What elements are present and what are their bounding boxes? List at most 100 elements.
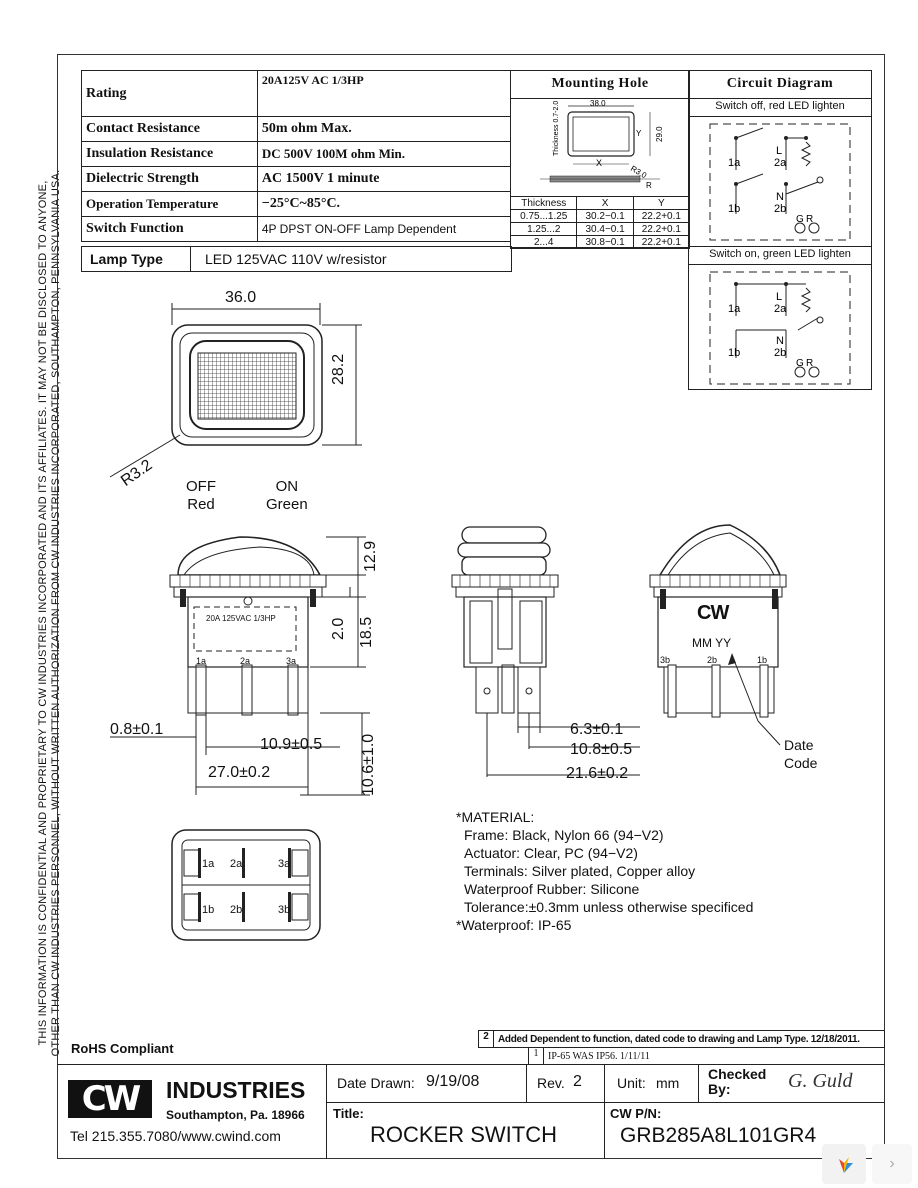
date-drawn-label: Date Drawn: bbox=[337, 1075, 415, 1091]
line-l-label: L bbox=[776, 291, 782, 303]
mh-cell: 22.2+0.1 bbox=[632, 222, 691, 236]
dim-0-8: 0.8±0.1 bbox=[110, 721, 164, 738]
material-notes: *MATERIAL: Frame: Black, Nylon 66 (94−V2… bbox=[456, 808, 753, 934]
dim-10-9: 10.9±0.5 bbox=[260, 736, 323, 753]
spec-value: 50m ohm Max. bbox=[256, 116, 512, 142]
bottom-term-2a: 2a bbox=[230, 858, 243, 870]
terminal-1b-label: 1b bbox=[728, 347, 740, 359]
viewer-logo-button[interactable] bbox=[822, 1144, 866, 1184]
spec-label: Insulation Resistance bbox=[81, 141, 258, 167]
bottom-view-drawing bbox=[171, 829, 321, 941]
chevron-right-icon: › bbox=[889, 1155, 895, 1172]
company-location: Southampton, Pa. 18966 bbox=[166, 1108, 305, 1122]
front-height-dim: 28.2 bbox=[330, 353, 347, 385]
checked-label-line-1: Checked bbox=[708, 1066, 767, 1082]
svg-text:29.0: 29.0 bbox=[655, 126, 664, 142]
spec-value: 4P DPST ON-OFF Lamp Dependent bbox=[256, 216, 512, 242]
back-logo: CW bbox=[697, 602, 729, 624]
circuit-off-caption: Switch off, red LED lighten bbox=[715, 100, 845, 112]
front-view-drawing bbox=[109, 303, 362, 478]
mh-cell: 2...4 bbox=[509, 235, 578, 249]
dim-10-6: 10.6±1.0 bbox=[360, 733, 377, 796]
waterproof-note: *Waterproof: IP-65 bbox=[456, 917, 572, 933]
dim-2-0: 2.0 bbox=[330, 617, 347, 640]
end-view-drawing bbox=[451, 526, 640, 777]
date-code-print: MM YY bbox=[692, 636, 732, 650]
led-g-label: G bbox=[796, 214, 804, 225]
back-term-3b: 3b bbox=[660, 655, 671, 665]
mh-cell: 22.2+0.1 bbox=[632, 209, 691, 223]
date-code-label-1: Date bbox=[784, 737, 814, 753]
circuit-off-diagram: 1a 2a L 1b 2b N G R bbox=[709, 123, 851, 241]
terminal-2a-label: 2a bbox=[774, 157, 787, 169]
mounting-hole-drawing: 38.0 Y 29.0 X R3.0 Thickness 0.7-2.0 R bbox=[540, 99, 664, 190]
drawing-frame bbox=[57, 54, 885, 1159]
back-term-2b: 2b bbox=[707, 655, 718, 665]
date-code-callout: Date Code bbox=[784, 736, 817, 772]
terminal-1b-label: 1b bbox=[728, 203, 740, 215]
svg-text:Y: Y bbox=[636, 129, 642, 138]
circuit-title: Circuit Diagram bbox=[726, 76, 834, 91]
rohs-label: RoHS Compliant bbox=[71, 1041, 174, 1056]
spec-value: AC 1500V 1 minute bbox=[256, 166, 512, 192]
material-line: Terminals: Silver plated, Copper alloy bbox=[464, 863, 696, 879]
revision-num: 1 bbox=[529, 1048, 544, 1064]
mh-header: X bbox=[576, 196, 634, 210]
mh-cell: 0.75...1.25 bbox=[509, 209, 578, 223]
revision-text: Added Dependent to function, dated code … bbox=[498, 1033, 860, 1045]
spec-table: Rating 20A125V AC 1/3HP Contact Resistan… bbox=[81, 70, 512, 242]
dim-27-0: 27.0±0.2 bbox=[208, 764, 271, 781]
rev-value: 2 bbox=[573, 1073, 582, 1090]
svg-text:38.0: 38.0 bbox=[590, 99, 606, 108]
spec-value: DC 500V 100M ohm Min. bbox=[256, 141, 512, 167]
checked-signature: G. Guld bbox=[788, 1070, 853, 1092]
revision-text: IP-65 WAS IP56. 1/11/11 bbox=[548, 1050, 650, 1062]
material-line: Actuator: Clear, PC (94−V2) bbox=[464, 845, 638, 861]
led-r-label: R bbox=[806, 214, 813, 225]
material-heading: *MATERIAL: bbox=[456, 809, 535, 825]
dim-12-9: 12.9 bbox=[362, 540, 379, 572]
title-value: ROCKER SWITCH bbox=[370, 1122, 557, 1147]
material-line: Waterproof Rubber: Silicone bbox=[464, 881, 640, 897]
dim-18-5: 18.5 bbox=[358, 616, 375, 648]
spec-label: Contact Resistance bbox=[81, 116, 258, 142]
terminal-1a-label: 1a bbox=[728, 157, 741, 169]
circuit-on-diagram: 1a 2a L 1b 2b N G R bbox=[709, 271, 851, 385]
rating-print: 20A 125VAC 1/3HP bbox=[206, 614, 276, 623]
circuit-on-caption: Switch on, green LED lighten bbox=[709, 248, 851, 260]
neutral-n-label: N bbox=[776, 335, 784, 347]
mh-cell: 30.4−0.1 bbox=[576, 222, 634, 236]
title-label: Title: bbox=[333, 1106, 364, 1121]
spec-value: −25°C~85°C. bbox=[256, 191, 512, 217]
on-color-label: Green bbox=[266, 496, 308, 513]
bottom-term-2b: 2b bbox=[230, 904, 243, 916]
led-r-label: R bbox=[806, 358, 813, 369]
lamp-type-row: Lamp Type LED 125VAC 110V w/resistor bbox=[81, 246, 512, 272]
material-line: Frame: Black, Nylon 66 (94−V2) bbox=[464, 827, 664, 843]
back-term-1b: 1b bbox=[757, 655, 768, 665]
front-width-dim: 36.0 bbox=[225, 289, 257, 306]
dim-21-6: 21.6±0.2 bbox=[566, 765, 629, 782]
on-label: ON bbox=[275, 478, 299, 495]
svg-text:R: R bbox=[646, 181, 652, 190]
neutral-n-label: N bbox=[776, 191, 784, 203]
next-page-button[interactable]: › bbox=[872, 1144, 912, 1184]
unit-value: mm bbox=[656, 1075, 680, 1091]
mh-cell: 30.8−0.1 bbox=[576, 235, 634, 249]
dim-6-3: 6.3±0.1 bbox=[570, 721, 624, 738]
off-color-label: Red bbox=[187, 496, 215, 513]
pn-value: GRB285A8L101GR4 bbox=[620, 1124, 817, 1147]
line-l-label: L bbox=[776, 145, 782, 157]
revision-num: 2 bbox=[479, 1031, 494, 1047]
material-line: Tolerance:±0.3mm unless otherwise specif… bbox=[464, 899, 754, 915]
spec-value: 20A125V AC 1/3HP bbox=[256, 70, 512, 117]
company-contact: Tel 215.355.7080/www.cwind.com bbox=[70, 1128, 281, 1144]
company-name: INDUSTRIES bbox=[166, 1077, 306, 1103]
dim-10-8: 10.8±0.5 bbox=[570, 741, 633, 758]
mh-header: Y bbox=[632, 196, 691, 210]
checked-label-line-2: By: bbox=[708, 1081, 731, 1097]
mh-cell: 1.25...2 bbox=[509, 222, 578, 236]
revision-row-1: 1 IP-65 WAS IP56. 1/11/11 bbox=[528, 1048, 699, 1064]
off-label: OFF bbox=[186, 478, 216, 495]
